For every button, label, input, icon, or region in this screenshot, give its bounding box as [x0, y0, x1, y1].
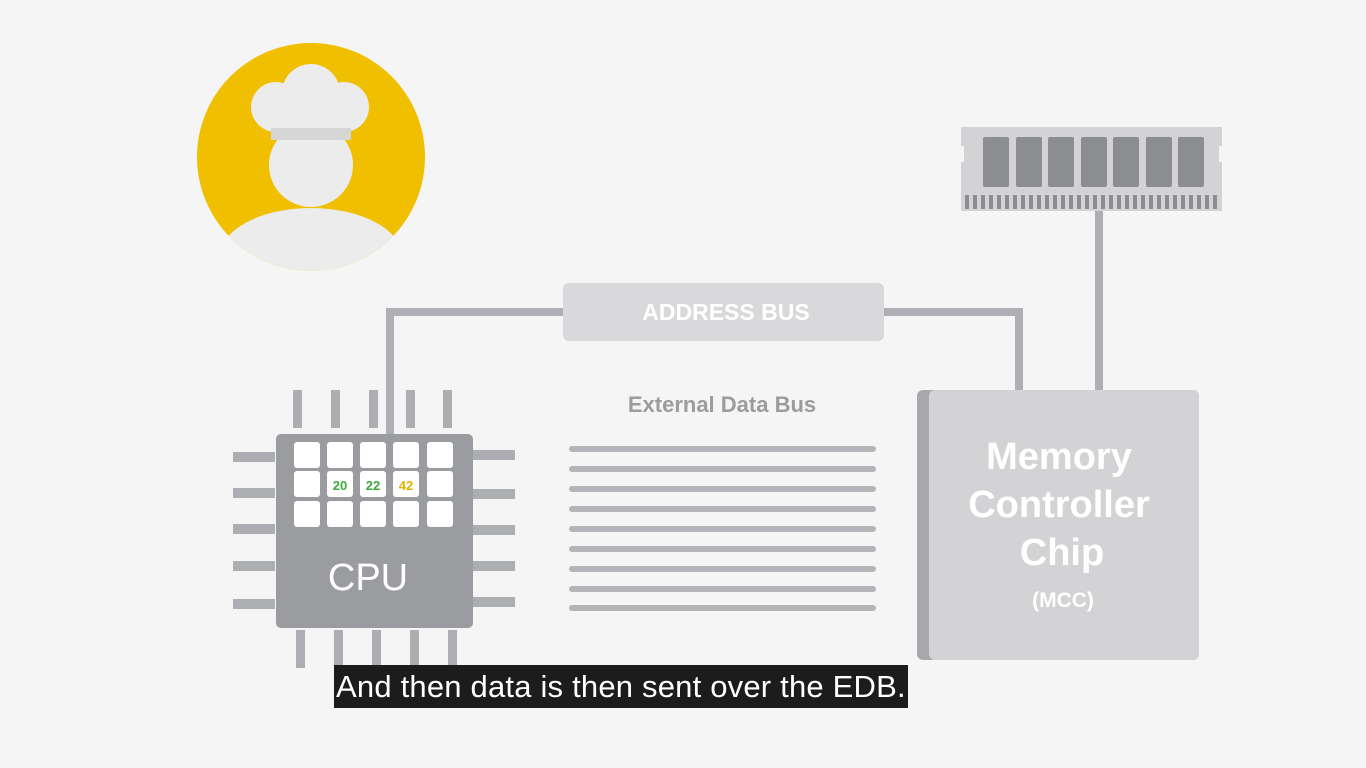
external-data-bus-lines — [569, 446, 876, 611]
address-bus-label: ADDRESS BUS — [642, 299, 809, 325]
cpu-right-pins — [473, 450, 515, 607]
cpu-top-pins — [293, 390, 452, 428]
ram-module-icon — [956, 127, 1227, 211]
cpu-label: CPU — [328, 557, 408, 599]
cpu-register-grid — [294, 442, 453, 527]
cpu-left-pins — [233, 452, 275, 609]
address-bus-box: ADDRESS BUS — [563, 283, 884, 341]
mcc-title-line-3: Chip — [1020, 532, 1104, 574]
video-caption: And then data is then sent over the EDB. — [334, 665, 908, 708]
address-bus-lines — [386, 210, 1103, 440]
chef-avatar-icon — [197, 43, 425, 271]
external-data-bus-label: External Data Bus — [628, 392, 816, 417]
cpu-register-value-2: 22 — [366, 478, 380, 493]
ram-contact-pins — [965, 195, 1217, 209]
cpu-register-value-3: 42 — [399, 478, 413, 493]
cpu-bottom-pins — [296, 630, 457, 668]
memory-controller-chip: Memory Controller Chip (MCC) — [917, 390, 1199, 660]
mcc-title-line-1: Memory — [986, 436, 1132, 478]
cpu-chip: 20 22 42 CPU — [233, 390, 515, 668]
mcc-title-line-2: Controller — [968, 484, 1150, 526]
mcc-abbreviation: (MCC) — [1032, 589, 1094, 612]
cpu-register-value-1: 20 — [333, 478, 347, 493]
